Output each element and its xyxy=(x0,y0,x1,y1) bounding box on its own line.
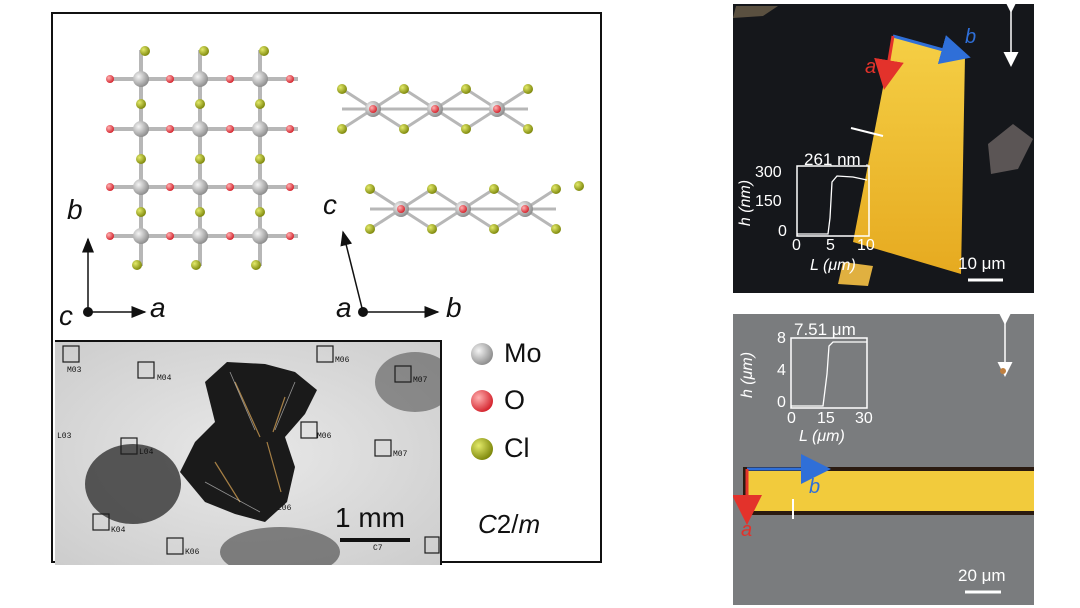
grid-label: M07 xyxy=(393,450,408,459)
flake-top xyxy=(853,36,965,274)
flake-bottom-axis-b: b xyxy=(809,476,821,498)
crystal-cluster xyxy=(180,362,317,522)
o-atom-icon xyxy=(471,389,493,412)
space-group-suffix: m xyxy=(518,509,541,539)
axis-label-c: c xyxy=(59,300,73,331)
inset-top-ytick: 300 xyxy=(755,164,782,181)
side-view-chains xyxy=(337,84,584,234)
inset-top-ytick: 0 xyxy=(778,223,787,240)
inset-bottom-ytick: 4 xyxy=(777,362,786,379)
grid-label: C7 xyxy=(373,544,383,553)
inset-bottom-ylabel: h (μm) xyxy=(739,351,757,399)
inset-top-xtick: 5 xyxy=(826,237,835,254)
grid-label: K06 xyxy=(185,548,200,557)
legend-label: Cl xyxy=(504,433,530,463)
axis-label-a: a xyxy=(150,292,166,323)
inset-plot-top xyxy=(796,164,870,237)
axis-label-c-side: c xyxy=(323,189,337,220)
flake-top-scale-label: 10 μm xyxy=(958,254,1006,273)
flake-top-axis-b: b xyxy=(965,26,977,48)
flake-bottom xyxy=(747,471,1034,511)
inset-bottom-xlabel: L (μm) xyxy=(799,428,845,445)
inset-top-annotation: 261 nm xyxy=(804,150,861,169)
top-view-lattice xyxy=(106,46,298,270)
grid-label: L06 xyxy=(277,504,292,513)
structure-panel: b a c c b a xyxy=(51,12,602,565)
inset-bottom-xtick: 0 xyxy=(787,410,796,427)
flake-micrograph-top: b a 261 nm 300 150 0 0 5 10 L (μm) h (nm… xyxy=(733,4,1034,293)
inset-bottom-annotation: 7.51 μm xyxy=(794,320,856,339)
inset-bottom-ytick: 0 xyxy=(777,394,786,411)
grid-label: M07 xyxy=(413,376,428,385)
legend-item-mo: Mo xyxy=(470,338,542,369)
axes-side-view xyxy=(340,230,440,318)
inset-top-ytick: 150 xyxy=(755,193,782,210)
crystal-photo: M03 M04 M06 M07 L03 L04 M06 M07 K04 L06 … xyxy=(55,340,442,565)
axes-top-view xyxy=(82,237,147,318)
crystal-photo-image: M03 M04 M06 M07 L03 L04 M06 M07 K04 L06 … xyxy=(55,342,440,565)
inset-bottom-xtick: 15 xyxy=(817,410,835,427)
mo-atom-icon xyxy=(471,342,493,365)
inset-plot-bottom xyxy=(790,337,868,409)
grid-label: M04 xyxy=(157,374,172,383)
space-group-letter: C xyxy=(478,509,497,539)
inset-top-xtick: 10 xyxy=(857,237,875,254)
grid-label: M06 xyxy=(335,356,350,365)
space-group-label: C2/m xyxy=(478,509,541,539)
legend-item-cl: Cl xyxy=(470,433,530,464)
inset-top-ylabel: h (nm) xyxy=(737,179,755,227)
axis-label-a-side: a xyxy=(336,292,352,323)
inset-top-xtick: 0 xyxy=(792,237,801,254)
flake-bottom-axis-a: a xyxy=(741,519,753,541)
flake-micrograph-bottom: b a 7.51 μm 8 4 0 0 15 30 L (μm) h (μm) … xyxy=(733,314,1034,605)
grid-label: L03 xyxy=(57,432,72,441)
inset-bottom-xtick: 30 xyxy=(855,410,873,427)
flake-bottom-scale-label: 20 μm xyxy=(958,566,1006,585)
axis-label-b: b xyxy=(67,194,83,225)
grid-label: M03 xyxy=(67,366,82,375)
inset-top-xlabel: L (μm) xyxy=(810,257,856,274)
crystal-scale-label: 1 mm xyxy=(335,502,405,533)
cl-atom-icon xyxy=(471,437,493,460)
legend-item-o: O xyxy=(470,385,525,416)
inset-bottom-ytick: 8 xyxy=(777,330,786,347)
grid-label: K04 xyxy=(111,526,126,535)
legend-label: Mo xyxy=(504,338,542,368)
grid-label: L04 xyxy=(139,448,154,457)
flake-top-axis-a: a xyxy=(865,56,877,78)
flake-top-image xyxy=(733,4,1033,286)
axis-label-b-side: b xyxy=(446,292,462,323)
crystal-structure-diagram xyxy=(82,46,584,318)
flake-bottom-image xyxy=(733,314,1034,594)
grid-label: M06 xyxy=(317,432,332,441)
legend-label: O xyxy=(504,385,526,415)
